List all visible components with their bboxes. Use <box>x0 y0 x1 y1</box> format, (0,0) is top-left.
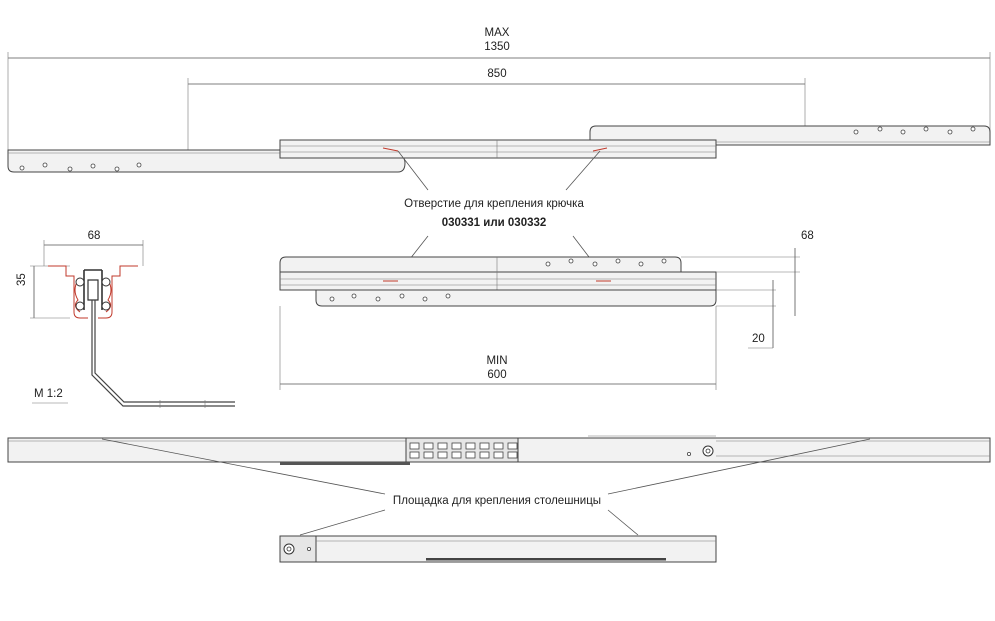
cross-section-view <box>30 240 235 408</box>
mount-platform-label: Площадка для крепления столешницы <box>392 495 602 507</box>
hook-hole-label: Отверстие для крепления крючка <box>404 198 584 210</box>
max-label: MAX <box>484 27 510 39</box>
section-height-value: 35 <box>16 273 28 286</box>
vertical-offset-value: 20 <box>752 333 765 345</box>
mounting-platform-view <box>7 435 991 563</box>
extended-slide-view <box>7 52 991 191</box>
hook-hole-codes: 030331 или 030332 <box>441 217 547 229</box>
closed-slide-view <box>279 235 800 390</box>
max-value: 1350 <box>484 41 510 53</box>
extension-value: 850 <box>487 68 507 80</box>
scale-label: M 1:2 <box>34 388 63 400</box>
min-label: MIN <box>486 355 508 367</box>
side-offset-value: 68 <box>801 230 814 242</box>
min-value: 600 <box>487 369 507 381</box>
section-width-value: 68 <box>87 230 101 242</box>
